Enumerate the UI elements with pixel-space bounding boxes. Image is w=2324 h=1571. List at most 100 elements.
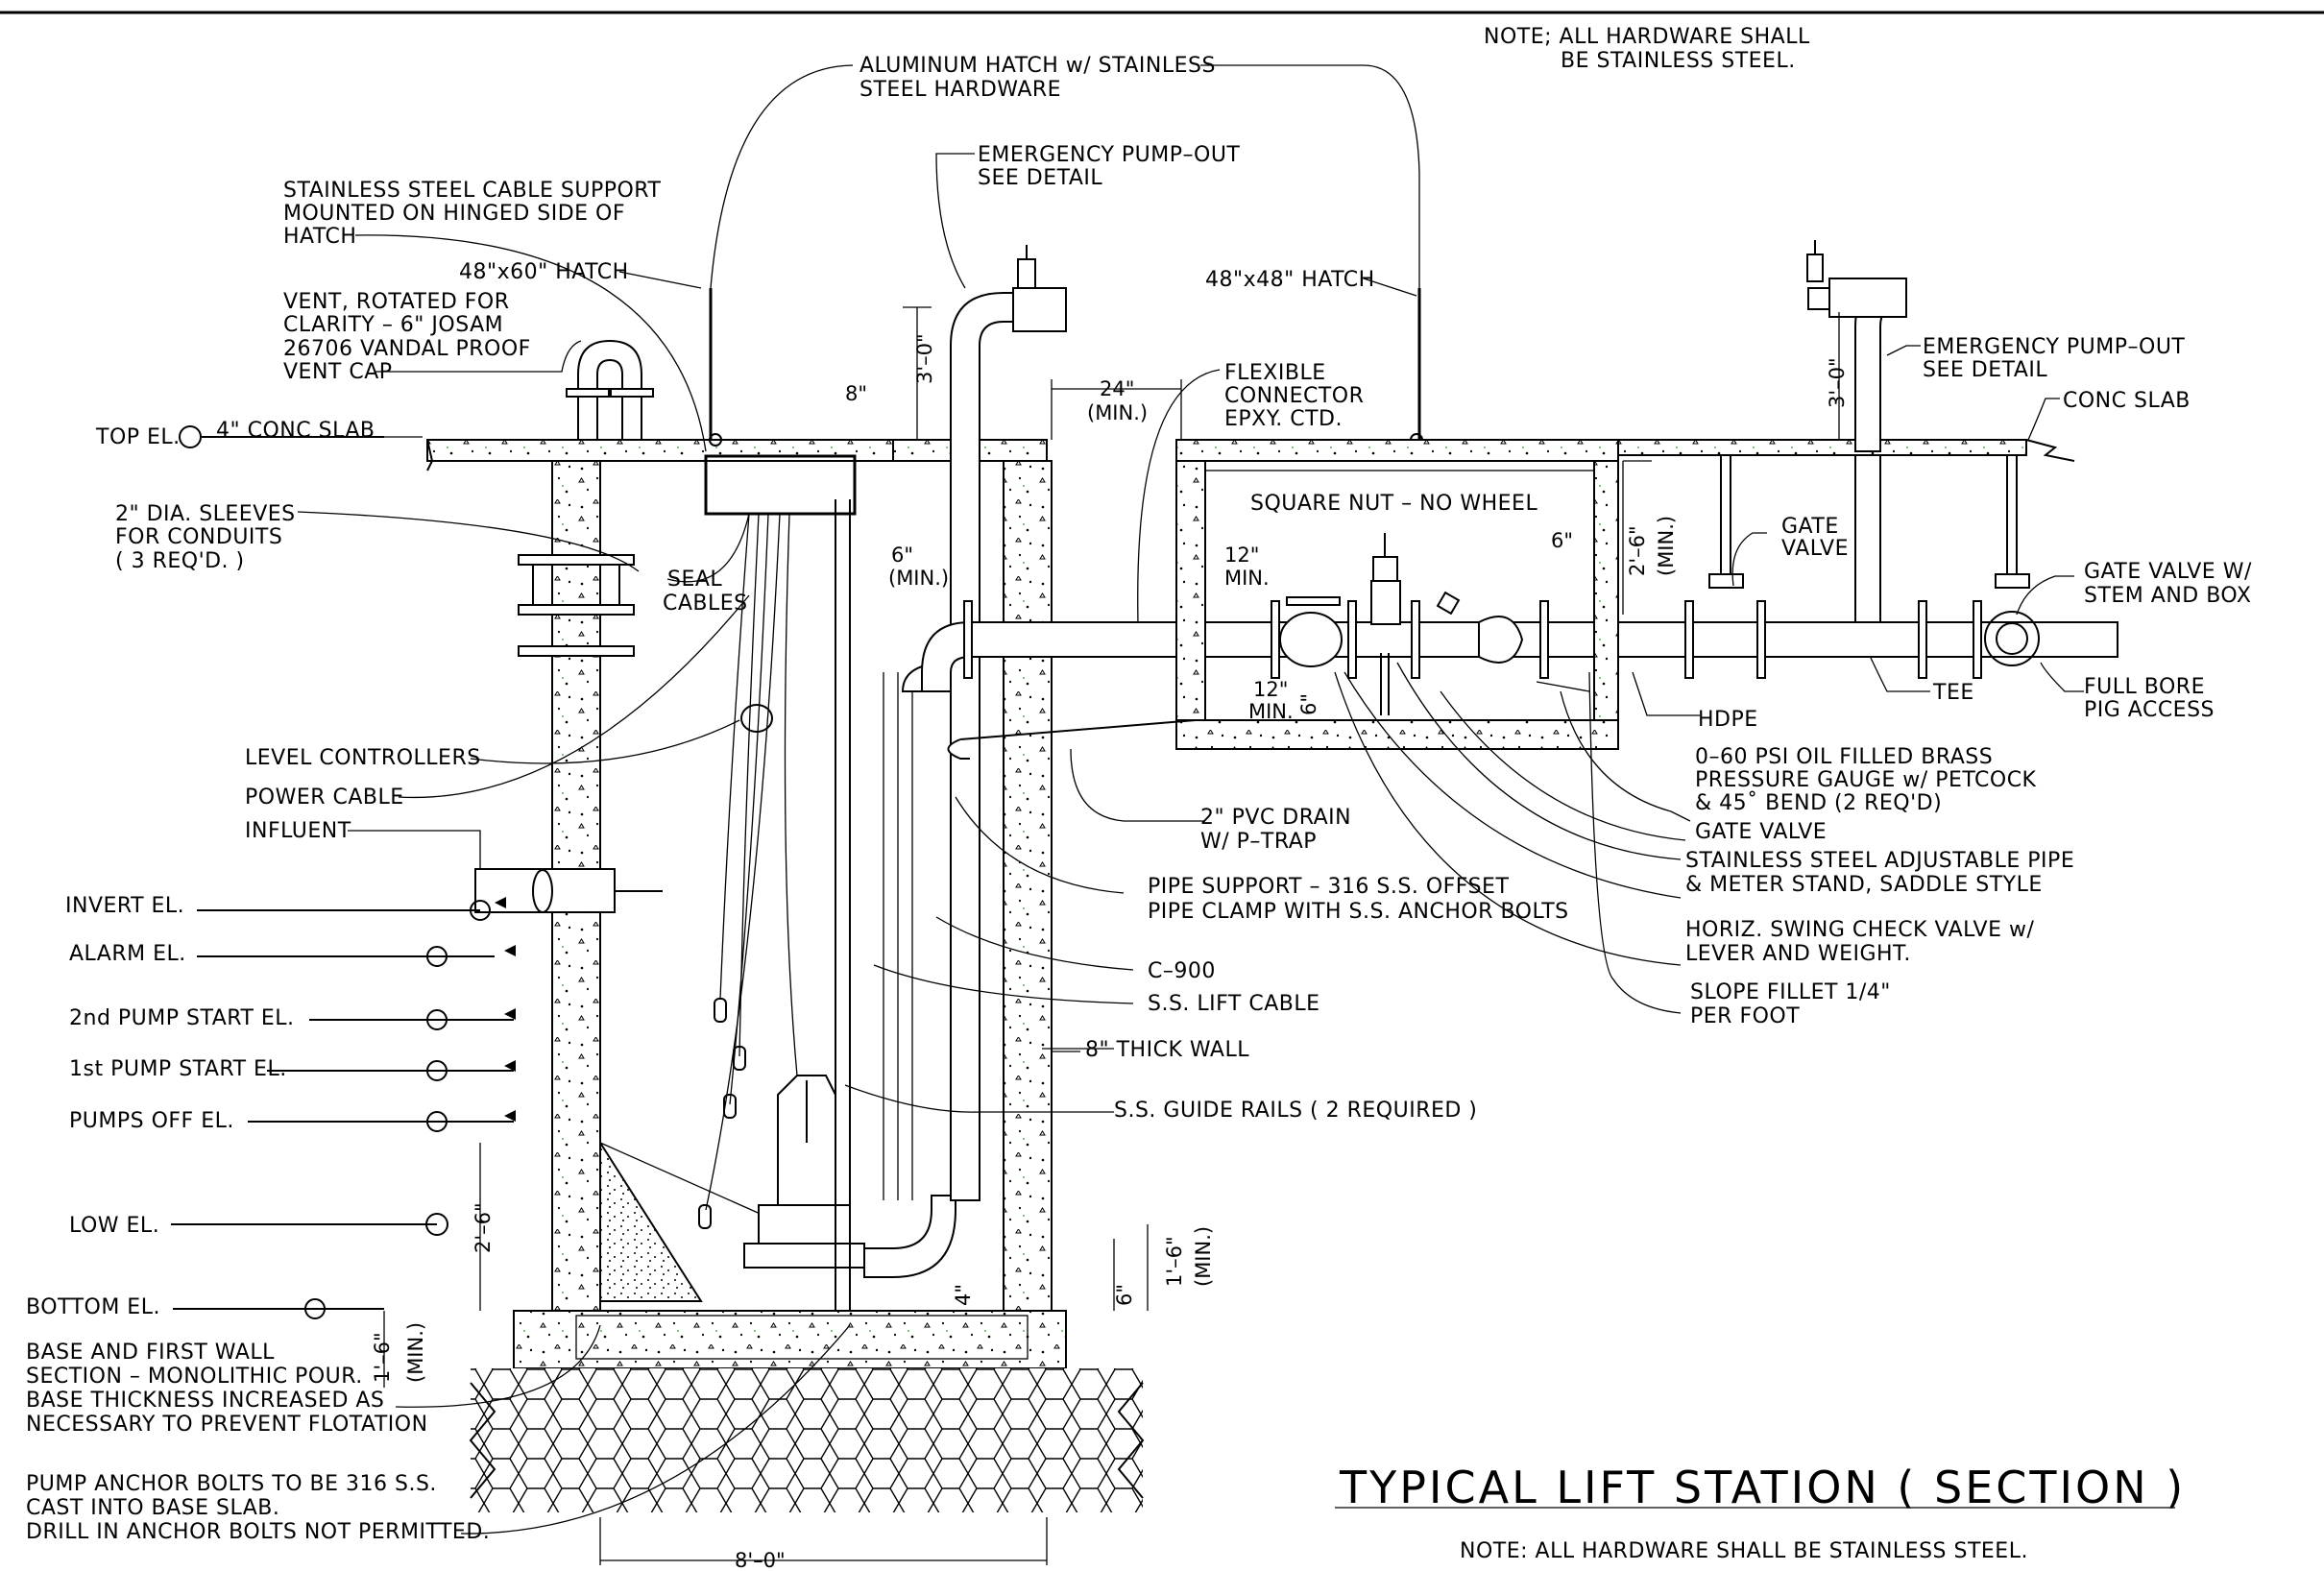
callout-cable-support-3: HATCH <box>283 225 356 249</box>
dim-24in-min: (MIN.) <box>1087 401 1148 424</box>
callout-hatch-48x48: 48"x48" HATCH <box>1205 268 1375 292</box>
dim-2ft6: 2'–6" <box>472 1202 495 1253</box>
callout-gate-valve-mid: GATE VALVE <box>1695 820 1827 844</box>
callout-gate-valve-box-2: STEM AND BOX <box>2084 584 2251 608</box>
callout-tee: TEE <box>1932 681 1974 705</box>
callout-base-pour-3: BASE THICKNESS INCREASED AS <box>26 1389 384 1413</box>
callout-aluminum-hatch-1: ALUMINUM HATCH w/ STAINLESS <box>859 54 1216 78</box>
callout-pvc-drain-1: 2" PVC DRAIN <box>1200 806 1351 830</box>
callout-lift-cable: S.S. LIFT CABLE <box>1148 992 1320 1016</box>
callout-vent-3: 26706 VANDAL PROOF <box>283 337 531 361</box>
dim-6in-bottom: 6" <box>1113 1284 1136 1306</box>
hatch-frame <box>704 461 857 516</box>
callout-seal-2: CABLES <box>663 592 748 616</box>
drawing-title: TYPICAL LIFT STATION ( SECTION ) <box>1339 1462 2186 1513</box>
dim-2ft6-min-sub: (MIN.) <box>1655 516 1678 576</box>
el-bottom: BOTTOM EL. <box>26 1295 160 1319</box>
elevation-markers <box>171 425 516 1319</box>
leader-lines <box>297 64 2175 1535</box>
elevation-labels: TOP EL. INVERT EL. ALARM EL. 2nd PUMP ST… <box>26 425 295 1319</box>
dim-2ft6-min: 2'–6" <box>1626 525 1649 576</box>
dim-12in-a: 12" <box>1224 544 1259 567</box>
callout-slope-fillet-1: SLOPE FILLET 1/4" <box>1690 980 1891 1004</box>
gravel-bed <box>471 1368 1143 1512</box>
callout-pipe-stand-2: & METER STAND, SADDLE STYLE <box>1685 873 2043 897</box>
callout-influent: INFLUENT <box>245 819 351 843</box>
dim-8in: 8" <box>845 382 867 405</box>
dim-24in: 24" <box>1100 377 1134 400</box>
dim-3ft-a: 3'–0" <box>913 333 936 384</box>
dim-12in-a-min: MIN. <box>1224 567 1270 590</box>
callout-pipe-support-1: PIPE SUPPORT – 316 S.S. OFFSET <box>1148 875 1509 899</box>
dim-1ft6-min-a: 1'–6" <box>371 1332 394 1383</box>
wet-well-structure <box>426 288 1423 1512</box>
callout-thick-wall: 8" THICK WALL <box>1085 1038 1249 1062</box>
dim-6in-small: 6" <box>1297 693 1320 715</box>
callout-pumpout-1a: EMERGENCY PUMP–OUT <box>978 143 1240 167</box>
el-top: TOP EL. <box>95 425 181 449</box>
el-invert: INVERT EL. <box>65 894 184 918</box>
callout-vent-4: VENT CAP <box>283 360 393 384</box>
dim-12in-b: 12" <box>1253 678 1288 701</box>
callout-guide-rails: S.S. GUIDE RAILS ( 2 REQUIRED ) <box>1114 1099 1477 1123</box>
callout-sleeves-3: ( 3 REQ'D. ) <box>115 549 245 573</box>
callout-anchor-bolts-2: CAST INTO BASE SLAB. <box>26 1496 279 1520</box>
dim-4in: 4" <box>952 1284 975 1306</box>
callout-full-bore-1: FULL BORE <box>2084 675 2205 699</box>
callout-gate-valve-top-1: GATE <box>1781 515 1839 539</box>
callout-anchor-bolts-1: PUMP ANCHOR BOLTS TO BE 316 S.S. <box>26 1472 437 1496</box>
callout-vent-2: CLARITY – 6" JOSAM <box>283 313 503 337</box>
note-top-line2: BE STAINLESS STEEL. <box>1561 49 1796 73</box>
callout-pumpout-1b: SEE DETAIL <box>978 166 1102 190</box>
discharge-riser <box>901 245 1067 1201</box>
callout-conc-slab: CONC SLAB <box>2063 389 2191 413</box>
callout-sleeves-1: 2" DIA. SLEEVES <box>115 502 296 526</box>
el-pump2: 2nd PUMP START EL. <box>69 1006 295 1030</box>
dim-8ft: 8'–0" <box>735 1549 786 1571</box>
callout-pipe-stand-1: STAINLESS STEEL ADJUSTABLE PIPE <box>1685 849 2074 873</box>
title-block: TYPICAL LIFT STATION ( SECTION ) NOTE: A… <box>1339 25 2186 1563</box>
callout-check-valve-2: LEVER AND WEIGHT. <box>1685 942 1911 966</box>
conduit-sleeves <box>518 554 635 657</box>
callout-base-pour-4: NECESSARY TO PREVENT FLOTATION <box>26 1413 428 1437</box>
right-slab-and-pumpout <box>1617 240 2075 622</box>
callout-c900: C–900 <box>1148 959 1216 983</box>
dim-6in-min: 6" <box>891 544 913 567</box>
callout-flex-2: CONNECTOR <box>1224 384 1364 408</box>
callout-full-bore-2: PIG ACCESS <box>2084 698 2215 722</box>
el-pump1: 1st PUMP START EL. <box>69 1057 287 1081</box>
callout-aluminum-hatch-2: STEEL HARDWARE <box>859 78 1061 102</box>
callout-hatch-48x60: 48"x60" HATCH <box>459 260 629 284</box>
dim-6in-right: 6" <box>1551 529 1573 552</box>
callout-seal-1: SEAL <box>667 568 722 592</box>
right-wall <box>1003 460 1053 1317</box>
callout-pumpout-2a: EMERGENCY PUMP–OUT <box>1923 335 2185 359</box>
dim-12in-b-min: MIN. <box>1248 700 1294 723</box>
el-low: LOW EL. <box>69 1214 159 1238</box>
callout-base-pour-2: SECTION – MONOLITHIC POUR. <box>26 1365 363 1389</box>
callout-flex-3: EPXY. CTD. <box>1224 407 1343 431</box>
el-alarm: ALARM EL. <box>69 942 186 966</box>
callout-gauge-2: PRESSURE GAUGE w/ PETCOCK <box>1695 768 2037 792</box>
dim-3ft-b: 3'–0" <box>1826 357 1849 408</box>
dim-1ft6-min-a-sub: (MIN.) <box>404 1322 427 1383</box>
callout-hdpe: HDPE <box>1698 708 1758 732</box>
top-el-symbol <box>179 425 202 448</box>
callout-slope-fillet-2: PER FOOT <box>1690 1004 1800 1028</box>
callout-top-slab: 4" CONC SLAB <box>216 419 375 443</box>
callout-level-controllers: LEVEL CONTROLLERS <box>245 746 481 770</box>
note-top-line1: NOTE; ALL HARDWARE SHALL <box>1484 25 1810 49</box>
dimension-lines <box>383 306 1840 1565</box>
callout-vent-1: VENT, ROTATED FOR <box>283 290 510 314</box>
dim-1ft6-min-b-sub: (MIN.) <box>1192 1226 1215 1287</box>
callout-square-nut: SQUARE NUT – NO WHEEL <box>1250 492 1537 516</box>
valve-vault <box>947 439 1619 760</box>
callout-base-pour-1: BASE AND FIRST WALL <box>26 1341 275 1365</box>
el-pumps-off: PUMPS OFF EL. <box>69 1109 234 1133</box>
force-main <box>921 533 2118 715</box>
callout-cable-support-1: STAINLESS STEEL CABLE SUPPORT <box>283 179 661 203</box>
callout-gauge-3: & 45˚ BEND (2 REQ'D) <box>1695 791 1942 815</box>
callout-sleeves-2: FOR CONDUITS <box>115 525 282 549</box>
